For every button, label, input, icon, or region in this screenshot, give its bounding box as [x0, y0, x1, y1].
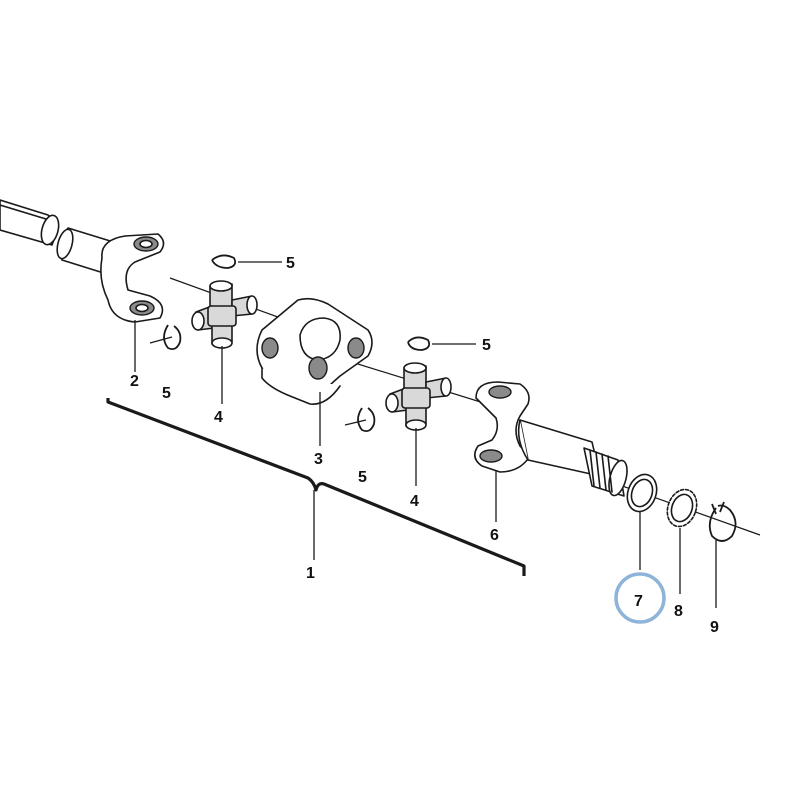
callout-8: 8	[674, 603, 683, 620]
snap-ring-top-1	[211, 254, 237, 269]
assembly-brace	[106, 398, 526, 576]
callout-highlight-circle	[614, 572, 666, 624]
universal-joint-cross-right	[385, 362, 452, 431]
leader-lines	[134, 261, 717, 608]
callout-9: 9	[710, 619, 719, 636]
snap-ring-left	[163, 324, 182, 351]
callout-labels: 1 2 3 4 4 5 5 5 5 6 7 8 9	[130, 255, 719, 636]
washer-ring	[626, 473, 658, 513]
callout-4-right: 4	[410, 493, 419, 510]
callout-5-bottom-right: 5	[358, 469, 367, 486]
callout-4-left: 4	[214, 409, 223, 426]
center-axis	[169, 277, 761, 536]
callout-1: 1	[306, 565, 315, 582]
slip-yoke	[474, 381, 628, 497]
circlip	[708, 501, 737, 542]
callout-5-bottom-left: 5	[162, 385, 171, 402]
snap-ring-top-2	[407, 336, 431, 351]
toothed-lock-ring	[666, 488, 698, 528]
callout-7: 7	[634, 593, 643, 610]
universal-joint-cross-left	[191, 280, 258, 349]
flexible-coupling	[256, 297, 373, 405]
callout-3: 3	[314, 451, 323, 468]
callout-2: 2	[130, 373, 139, 390]
callout-5-top-right: 5	[482, 337, 491, 354]
tube-yoke	[100, 233, 165, 323]
snap-ring-lower	[357, 407, 376, 433]
callout-6: 6	[490, 527, 499, 544]
callout-5-top-left: 5	[286, 255, 295, 272]
